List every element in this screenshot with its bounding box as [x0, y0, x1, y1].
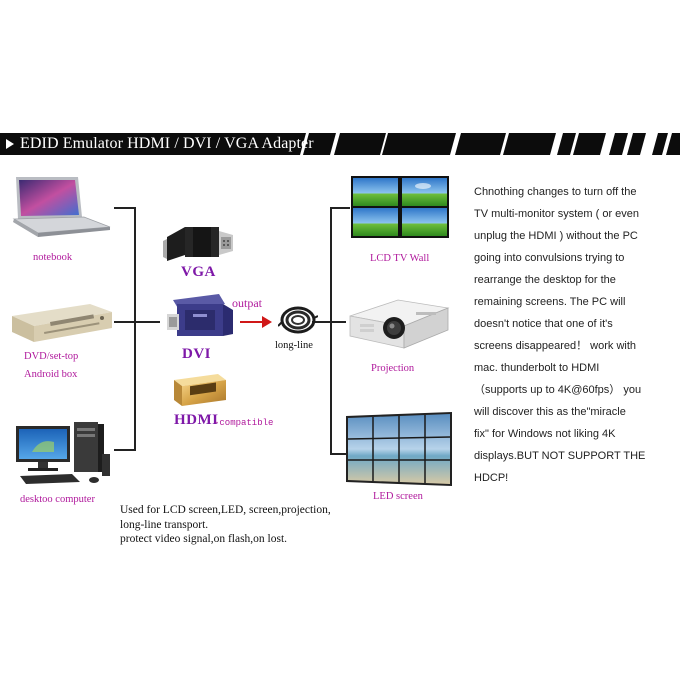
vga-label: VGA	[181, 264, 216, 280]
description-line: will discover this as the"miracle	[474, 406, 626, 418]
notebook-icon	[12, 177, 111, 237]
vga-adapter-icon	[163, 227, 233, 261]
output-label: outpat	[232, 296, 262, 310]
description-line: screens disappeared！ work with	[474, 340, 637, 352]
description-line: displays.BUT NOT SUPPORT THE	[474, 450, 646, 462]
usage-line-2: long-line transport.	[120, 519, 209, 531]
tv-wall-label: LCD TV Wall	[370, 253, 430, 264]
dvd-player-icon	[12, 304, 112, 342]
banner-title: EDID Emulator HDMI / DVI / VGA Adapter	[20, 135, 314, 152]
banner-arrow-icon	[6, 139, 14, 149]
description-paragraph: Chnothing changes to turn off the TV mul…	[474, 181, 680, 489]
title-banner	[0, 133, 680, 155]
output-arrow-icon	[240, 316, 272, 328]
description-line: fix" for Windows not liking 4K	[474, 428, 616, 440]
hdmi-label: HDMI	[174, 412, 219, 428]
dvi-adapter-icon	[167, 294, 233, 336]
description-line: doesn't notice that one of it's	[474, 318, 613, 330]
usage-line-1: Used for LCD screen,LED, screen,projecti…	[120, 504, 331, 516]
desktop-label: desktoo computer	[20, 494, 95, 505]
dvd-label-line2: Android box	[24, 369, 78, 380]
description-line: rearrange the desktop for the	[474, 274, 616, 286]
projector-icon	[349, 299, 450, 349]
lcd-tv-wall-icon	[351, 176, 449, 238]
description-line: TV multi-monitor system ( or even	[474, 208, 640, 220]
banner-stripes	[300, 133, 672, 155]
description-line: unplug the HDMI ) without the PC	[474, 230, 638, 242]
description-line: mac. thunderbolt to HDMI	[474, 362, 600, 374]
desktop-computer-icon	[16, 422, 110, 484]
cable-label: long-line	[275, 340, 313, 351]
description-line: remaining screens. The PC will	[474, 296, 626, 308]
projection-label: Projection	[371, 363, 415, 374]
usage-line-3: protect video signal,on flash,on lost.	[120, 533, 288, 545]
cable-coil-icon	[278, 306, 318, 334]
description-line: HDCP!	[474, 472, 509, 484]
hdmi-compatible-label: -compatible	[214, 418, 274, 428]
led-screen-label: LED screen	[373, 491, 423, 502]
dvi-label: DVI	[182, 346, 212, 362]
description-line: going into convulsions trying to	[474, 252, 625, 264]
hdmi-adapter-icon	[174, 374, 226, 406]
notebook-label: notebook	[33, 252, 73, 263]
dvd-label-line1: DVD/set-top	[24, 351, 79, 362]
led-screen-icon	[346, 412, 452, 486]
description-line: Chnothing changes to turn off the	[474, 186, 637, 198]
description-line: （supports up to 4K@60fps） you	[474, 384, 642, 396]
